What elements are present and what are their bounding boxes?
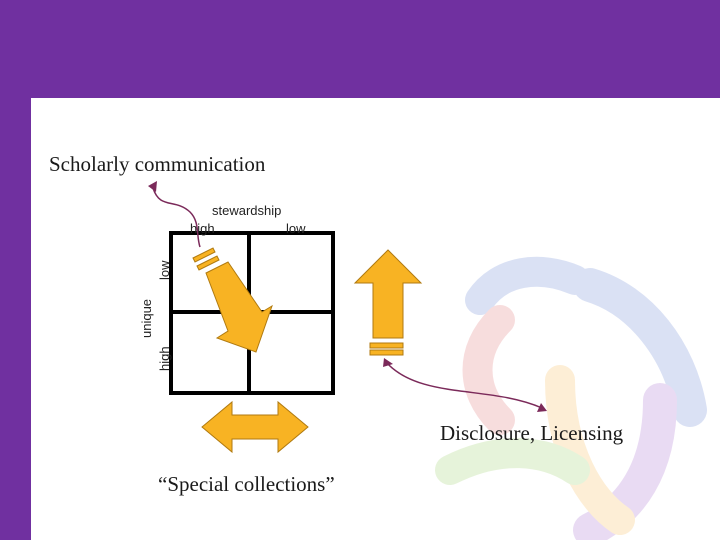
swirl-stroke-blue-2 (465, 256, 590, 315)
special-collections-label: “Special collections” (158, 472, 335, 496)
horizontal-double-arrow (201, 400, 309, 454)
diagonal-arrow (192, 247, 273, 353)
swirl-stroke-blue (573, 268, 707, 427)
disclosure-licensing-label: Disclosure, Licensing (440, 421, 624, 445)
stewardship-axis-title: stewardship (212, 203, 282, 218)
swirl-stroke-red (462, 305, 515, 435)
connector-disclosure (383, 358, 547, 412)
connector-scholarly (148, 181, 201, 248)
swirl-stroke-green (435, 438, 590, 485)
scholarly-communication-label: Scholarly communication (49, 152, 266, 176)
up-arrow (353, 249, 423, 356)
unique-low-label: low (157, 260, 172, 280)
stewardship-low-label: low (286, 221, 306, 236)
unique-axis-title: unique (139, 298, 154, 338)
swirl-stroke-orange (545, 365, 635, 535)
stewardship-high-label: high (190, 221, 215, 236)
swirl-stroke-purple (573, 383, 677, 540)
unique-high-label: high (157, 346, 172, 371)
